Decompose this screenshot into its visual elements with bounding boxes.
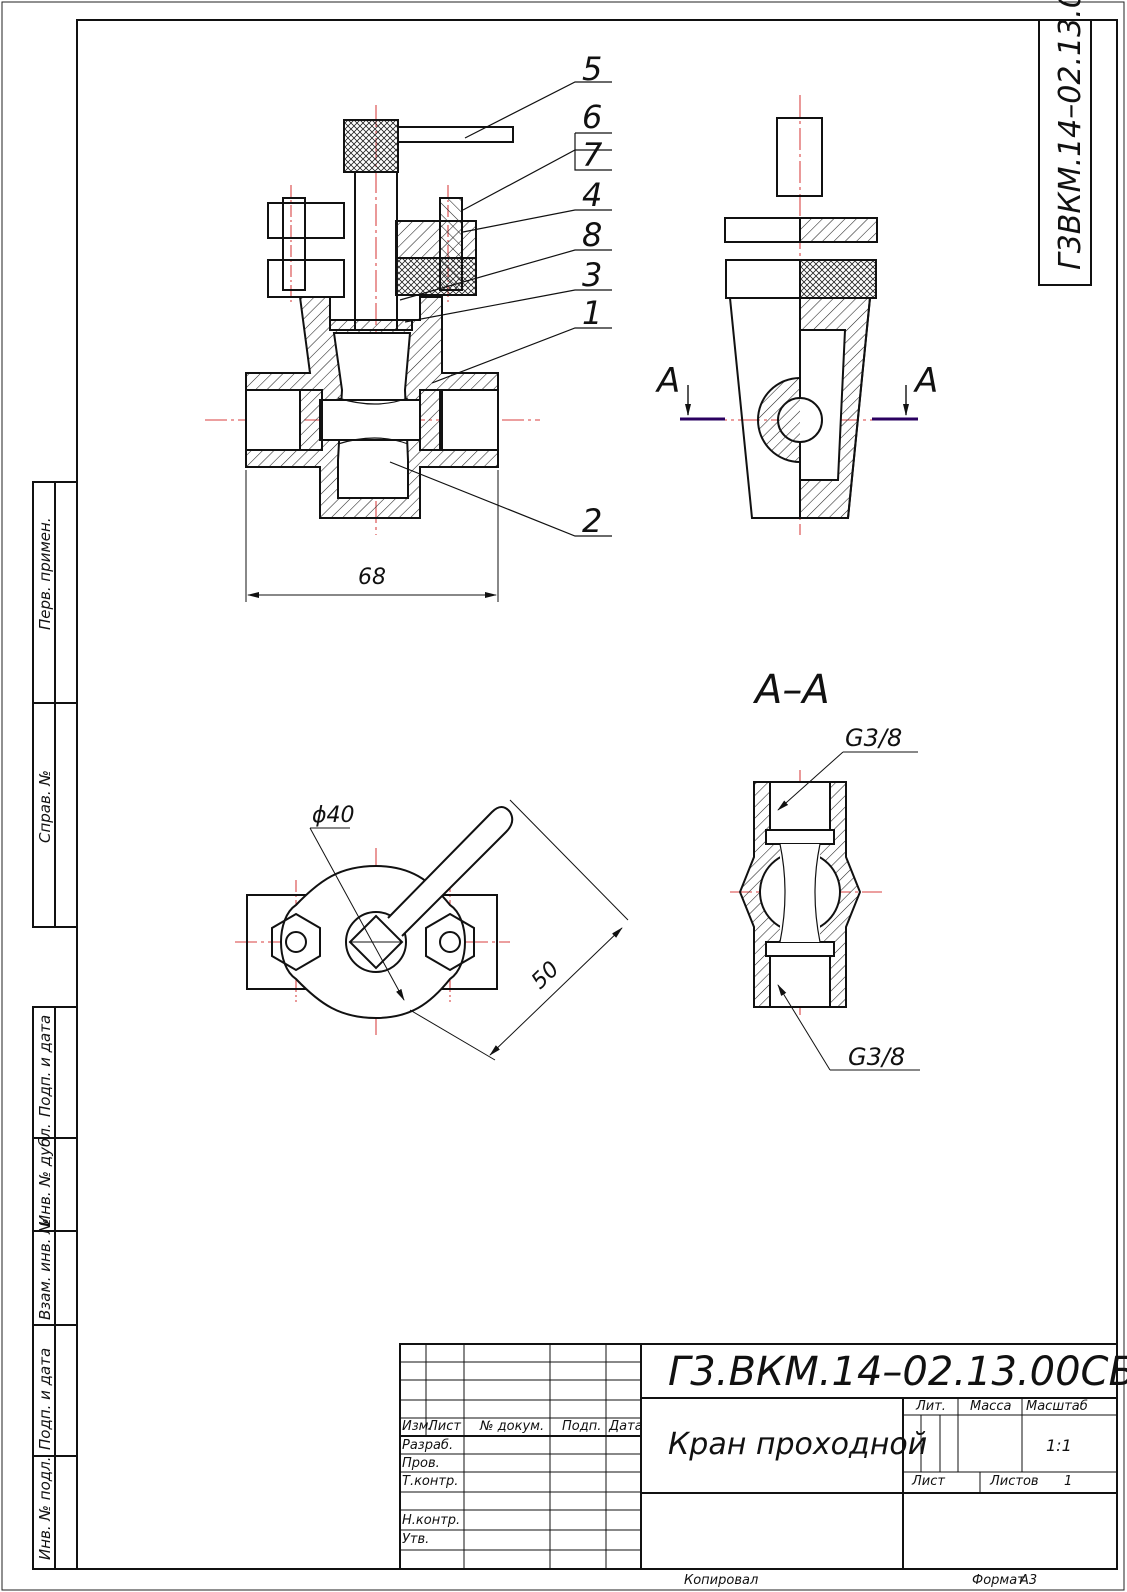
section-title: А–А [752,667,830,713]
callout-number: 3 [582,256,602,294]
callout-number: 8 [582,216,602,254]
callout-number: 2 [582,502,602,540]
sheet-label: Лист [912,1474,945,1489]
thread-leaders [777,751,920,1071]
section-arrows [680,385,918,421]
col-header-izm: Изм. [402,1419,433,1434]
col-header-sign: Подп. [562,1419,602,1434]
title-block-grid [399,1343,1118,1570]
row-label: Утв. [402,1532,430,1547]
row-label: Т.контр. [402,1474,459,1489]
stamp-label: Подп. и дата [36,1348,54,1450]
title-designation: Г3.ВКМ.14–02.13.00СБ [668,1349,1127,1395]
side-view [705,95,890,535]
stamp-label: Перв. примен. [36,517,54,630]
rotated-designation: Г3ВКМ.14–02.13.00СБ [1053,0,1088,270]
callout-number: 4 [582,176,602,214]
callout-number: 5 [582,50,602,88]
mass-label: Масса [970,1399,1012,1414]
stamp-label: Справ. № [36,770,54,843]
side-stamp-labels: Перв. примен. Справ. № Подп. и дата Инв.… [36,517,54,1560]
front-view [205,105,540,535]
section-mark-right: А [913,361,938,401]
row-label: Разраб. [402,1438,454,1453]
scale-label: Масштаб [1026,1399,1088,1414]
callout-number: 1 [582,294,602,332]
copied-label: Копировал [684,1573,759,1588]
format-label: Формат [972,1573,1025,1588]
callout-leaders [389,81,612,537]
lit-label: Лит. [916,1399,946,1414]
stamp-label: Взам. инв. № [36,1218,54,1320]
sheets-value: 1 [1064,1474,1073,1489]
callout-number: 6 [582,98,602,136]
sheets-label: Листов [990,1474,1039,1489]
top-view [235,806,514,1035]
dimension-68-label: 68 [358,565,386,590]
stamp-label: Инв. № подл. [36,1457,54,1560]
scale-value: 1:1 [1046,1436,1072,1455]
col-header-doc: № докум. [480,1419,545,1434]
top-view-dims [309,799,629,1061]
stamp-label: Подп. и дата [36,1015,54,1117]
designation-box [1038,19,1092,286]
stamp-label: Инв. № дубл. [36,1123,54,1226]
col-header-date: Дата [609,1419,643,1434]
thread-bottom-label: G3/8 [848,1043,905,1071]
title-name: Кран проходной [668,1427,928,1462]
dimension-68 [245,470,499,602]
format-value: А3 [1020,1573,1038,1588]
side-stamp [32,481,78,1570]
callout-number: 7 [582,136,603,174]
row-label: Пров. [402,1456,440,1471]
section-a-a [730,770,882,1015]
thread-top-label: G3/8 [845,724,902,752]
col-header-list: Лист [428,1419,461,1434]
dimension-diameter: ϕ40 [312,803,355,828]
section-mark-left: А [655,361,680,401]
row-label: Н.контр. [402,1513,461,1528]
callout-numbers: 5 6 7 4 8 3 1 2 [582,50,603,540]
